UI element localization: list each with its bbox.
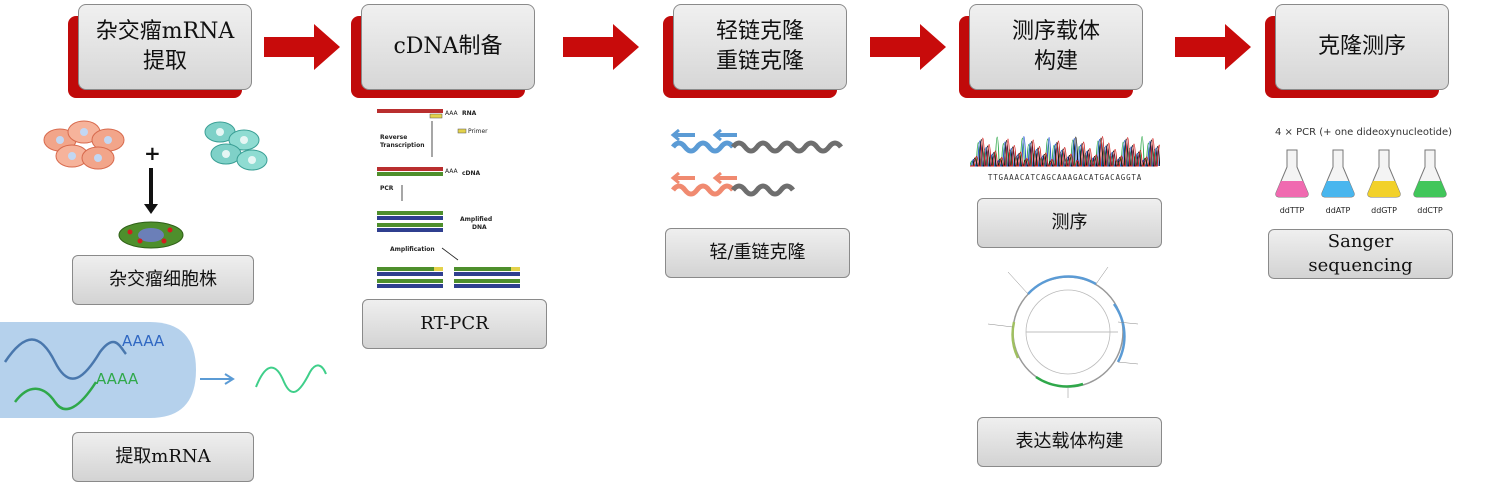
chain-clone-label: 轻/重链克隆 [665, 228, 850, 278]
chromatogram-trace [970, 136, 1160, 167]
flask-label: ddTTP [1280, 206, 1305, 215]
flask-icon: ddATP [1321, 149, 1355, 215]
cell-line-label: 杂交瘤细胞株 [72, 255, 254, 305]
svg-text:Reverse: Reverse [380, 134, 407, 141]
flow-arrow-2 [563, 24, 639, 70]
plasmid-map-illustration [987, 266, 1139, 398]
spleen-cells-icon [43, 120, 125, 170]
svg-text:AAA: AAA [445, 168, 459, 175]
flow-arrow-4 [1175, 24, 1251, 70]
svg-text:Amplified: Amplified [460, 216, 492, 223]
sanger-flasks-illustration: ddTTP ddATP ddGTP ddCTP [1275, 149, 1447, 215]
poly-a-upper: AAAA [122, 332, 165, 350]
step-chain-cloning: 轻链克隆 重链克隆 [663, 4, 847, 98]
sequencing-label: 测序 [977, 198, 1162, 248]
svg-text:Primer: Primer [468, 128, 488, 135]
flow-arrow-3 [870, 24, 946, 70]
flask-label: ddCTP [1417, 206, 1443, 215]
flask-icon: ddGTP [1367, 149, 1401, 215]
flask-label: ddGTP [1371, 206, 1397, 215]
svg-text:cDNA: cDNA [462, 170, 481, 177]
svg-text:Transcription: Transcription [380, 142, 424, 149]
chromatogram-trace [970, 136, 1159, 167]
step-title: cDNA制备 [361, 4, 535, 90]
myeloma-cells-icon [204, 121, 268, 171]
mrna-strand-icon [255, 364, 327, 393]
expression-vector-label: 表达载体构建 [977, 417, 1162, 467]
step-title: 克隆测序 [1275, 4, 1449, 90]
hybridoma-fusion-illustration: + [43, 120, 268, 249]
sanger-sequencing-label: Sanger sequencing [1268, 229, 1453, 279]
svg-text:RNA: RNA [462, 110, 477, 117]
svg-text:Amplification: Amplification [390, 246, 435, 253]
step-title: 杂交瘤mRNA 提取 [78, 4, 252, 90]
svg-text:PCR: PCR [380, 185, 394, 192]
flask-label: ddATP [1326, 206, 1351, 215]
sequencing-chromatogram: TTGAAACATCAGCAAAGACATGACAGGTA [970, 136, 1160, 182]
chromatogram-trace [970, 136, 1160, 167]
step-title: 测序载体 构建 [969, 4, 1143, 90]
flask-icon: ddCTP [1413, 149, 1447, 215]
step-cdna-preparation: cDNA制备 [351, 4, 535, 98]
plus-icon: + [144, 141, 161, 165]
svg-text:DNA: DNA [472, 224, 487, 231]
flask-icon: ddTTP [1275, 149, 1309, 215]
step-title: 轻链克隆 重链克隆 [673, 4, 847, 90]
poly-a-lower: AAAA [96, 370, 139, 388]
rt-pcr-illustration: AAA RNA Primer Reverse Transcription AAA… [377, 109, 520, 288]
extract-mrna-label: 提取mRNA [72, 432, 254, 482]
rt-pcr-label: RT-PCR [362, 299, 547, 349]
svg-text:AAA: AAA [445, 110, 459, 117]
flow-arrow-1 [264, 24, 340, 70]
step-vector-construction: 测序载体 构建 [959, 4, 1143, 98]
step-mrna-extraction: 杂交瘤mRNA 提取 [68, 4, 252, 98]
chain-cloning-illustration [670, 128, 843, 197]
mrna-extraction-illustration: AAAA AAAA [0, 322, 327, 418]
sequence-text: TTGAAACATCAGCAAAGACATGACAGGTA [988, 173, 1142, 182]
step-clone-sequencing: 克隆测序 [1265, 4, 1449, 98]
sanger-title: 4 × PCR (+ one dideoxynucleotide) [1275, 127, 1453, 138]
